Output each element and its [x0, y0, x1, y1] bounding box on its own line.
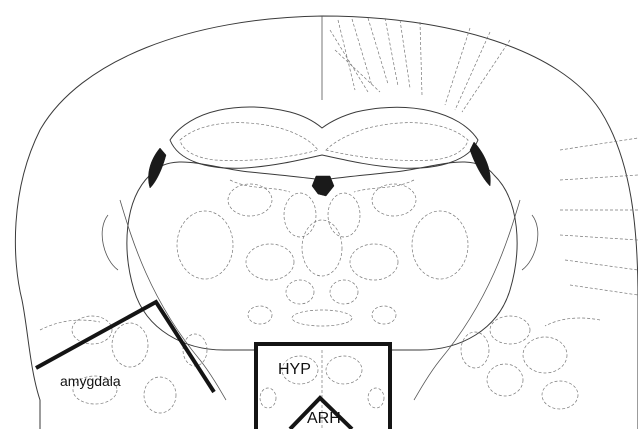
- thalamus-outline: [127, 162, 517, 429]
- thalamic-nuclei: [177, 180, 468, 326]
- lateral-ventricle-left: [148, 148, 166, 188]
- arcuate-nucleus-label: ARH: [307, 411, 341, 427]
- internal-capsule: [102, 200, 538, 400]
- amygdala-label: amygdala: [60, 374, 121, 388]
- corpus-callosum: [170, 107, 478, 168]
- hippocampus-left: [180, 123, 318, 161]
- lateral-ventricle-right: [470, 142, 490, 186]
- brain-outer-contour: [15, 16, 638, 429]
- third-ventricle: [312, 176, 334, 196]
- hippocampus-right: [326, 123, 468, 161]
- hypothalamus-label: HYP: [278, 362, 311, 378]
